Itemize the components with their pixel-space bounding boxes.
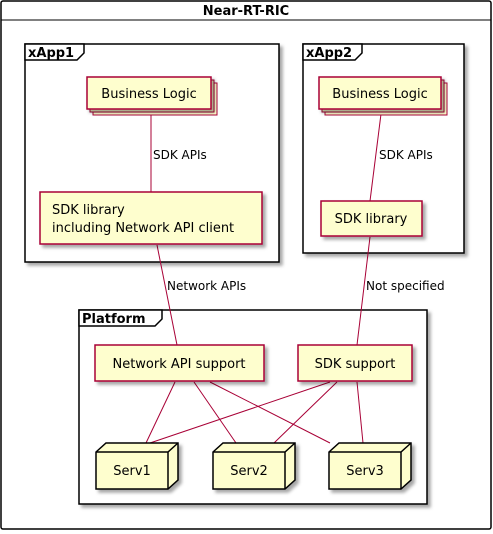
- edge-sdksupport-serv2: [273, 381, 338, 444]
- serv1-label: Serv1: [113, 464, 151, 479]
- network-api-support-label: Network API support: [112, 357, 245, 372]
- xapp2-business-logic: Business Logic: [318, 76, 448, 116]
- xapp1-title: xApp1: [28, 46, 74, 61]
- xapp1-sdk-library: SDK library including Network API client: [39, 191, 263, 245]
- platform-title: Platform: [82, 312, 146, 327]
- xapp2-sdk-library-label: SDK library: [335, 212, 408, 227]
- edge-xapp2-logic-to-sdk: [369, 113, 382, 202]
- xapp1-sdk-library-line2: including Network API client: [52, 221, 234, 236]
- edge-label-not-specified: Not specified: [366, 279, 445, 293]
- serv3-label: Serv3: [346, 464, 384, 479]
- near-rt-ric-title: Near-RT-RIC: [203, 4, 289, 19]
- xapp1-business-logic-label: Business Logic: [101, 87, 196, 102]
- edge-sdksupport-serv3: [356, 381, 364, 444]
- edges: [145, 113, 382, 444]
- edge-netapi-serv1: [145, 381, 176, 444]
- edge-label-network-apis: Network APIs: [167, 279, 246, 293]
- xapp1-business-logic: Business Logic: [86, 76, 218, 116]
- sdk-support: SDK support: [297, 344, 413, 382]
- node-serv2: Serv2: [212, 442, 296, 490]
- xapp1-sdk-library-line1: SDK library: [52, 203, 125, 218]
- node-serv3: Serv3: [328, 442, 412, 490]
- edge-label-sdk-apis-1: SDK APIs: [153, 148, 207, 162]
- edge-xapp2-sdk-to-sdk-support: [356, 236, 371, 346]
- edge-xapp1-sdk-to-network-api: [156, 244, 178, 346]
- xapp2-title: xApp2: [306, 46, 352, 61]
- xapp2-sdk-library: SDK library: [320, 200, 423, 237]
- edge-netapi-serv2: [193, 381, 237, 444]
- sdk-support-label: SDK support: [315, 357, 396, 372]
- node-serv1: Serv1: [95, 442, 179, 490]
- edge-label-sdk-apis-2: SDK APIs: [379, 148, 433, 162]
- serv2-label: Serv2: [230, 464, 268, 479]
- edge-sdksupport-serv1: [149, 381, 331, 444]
- xapp2-business-logic-label: Business Logic: [332, 87, 427, 102]
- edge-netapi-serv3: [209, 381, 331, 444]
- network-api-support: Network API support: [94, 344, 265, 382]
